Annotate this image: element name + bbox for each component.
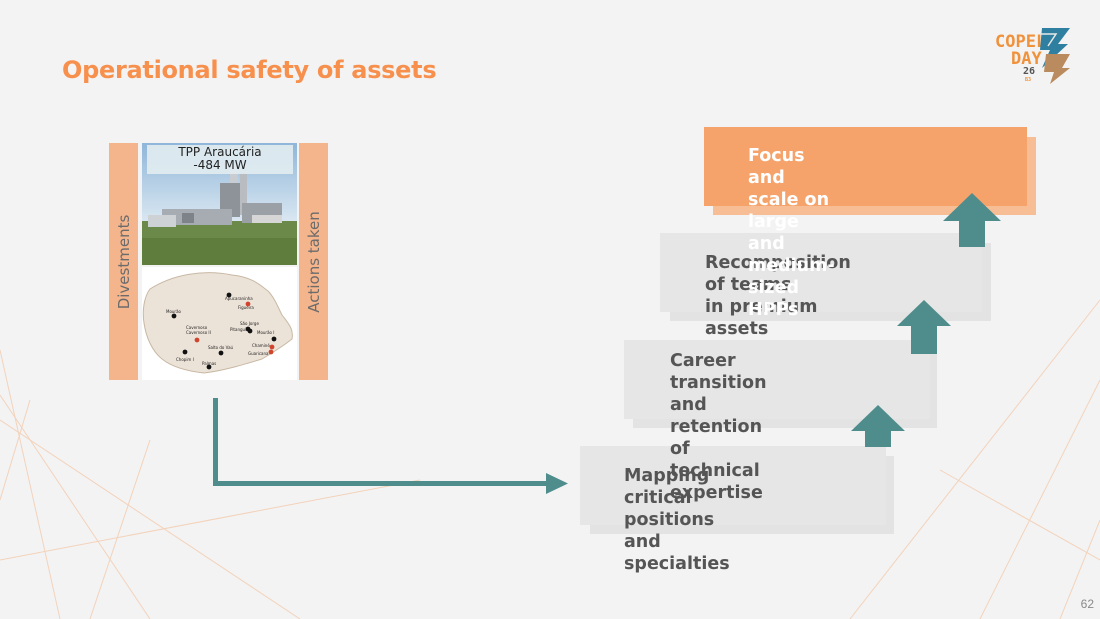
map-label-chopim: Chopim I [176, 357, 194, 362]
connector-horizontal [213, 481, 549, 486]
map-label-chamine: Chaminé [252, 343, 270, 348]
up-arrow-icon [897, 300, 951, 354]
photo-caption: TPP Araucária -484 MW [147, 145, 293, 174]
up-arrow-icon [851, 405, 905, 447]
logo-bolt-icon [1040, 28, 1070, 84]
map-label-cavernoso: Cavernoso [186, 325, 208, 330]
page-title: Operational safety of assets [62, 56, 437, 84]
step-label: Focus and scale on large and medium-size… [748, 145, 835, 321]
step-label-line: Recomposition of teams [705, 253, 851, 295]
map-label-guaricana: Guaricana [248, 351, 269, 356]
step-card [624, 340, 930, 419]
connector-vertical [213, 398, 218, 486]
step-label-line: and medium-sized HPPs [748, 234, 835, 320]
step-label-line: Focus and scale on large [748, 146, 830, 232]
step-card [660, 233, 982, 312]
map-label-cavernoso-ii: Cavernoso II [186, 330, 211, 335]
actions-taken-band: Actions taken [299, 143, 328, 380]
step-label-line: Career transition and [670, 351, 767, 415]
step-label-line: and specialties [624, 532, 730, 574]
step-label-line: Mapping critical positions [624, 466, 715, 530]
step-label: Career transition and retention of techn… [670, 350, 767, 504]
step-card [580, 446, 886, 525]
map-label-pitangui: Pitangui [230, 327, 246, 332]
map-label-mourao: Mourão [166, 309, 182, 314]
logo-text-copel: COPEL [995, 32, 1047, 52]
step-label: Mapping critical positions and specialti… [624, 465, 730, 575]
logo-text-day: DAY [1011, 49, 1042, 69]
map-label-figueira: Figueira [238, 305, 254, 310]
photo-caption-title: TPP Araucária [178, 145, 262, 159]
copel-day-logo: COPEL DAY 26 B3 [990, 22, 1074, 86]
parana-map: Apucaraninha Figueira Mourão Cavernoso C… [142, 267, 297, 380]
connector-arrowhead-icon [546, 473, 568, 494]
step-label-line: retention of technical [670, 417, 763, 481]
photo-caption-capacity: -484 MW [193, 158, 247, 172]
logo-small: B3 [1025, 77, 1032, 83]
actions-taken-label: Actions taken [304, 210, 323, 313]
map-pins [171, 292, 277, 370]
page-number: 62 [1080, 597, 1094, 611]
up-arrow-icon [943, 193, 1001, 247]
map-label-apucaraninha: Apucaraninha [225, 296, 253, 301]
map-label-palmas: Palmas [202, 361, 216, 366]
step-card [704, 127, 1027, 206]
logo-number: 26 [1023, 66, 1036, 77]
map-label-mourao-i: Mourão I [257, 330, 274, 335]
step-label-line: expertise [670, 483, 763, 503]
divestments-band: Divestments [109, 143, 138, 380]
step-label: Recomposition of teams in premium assets [705, 252, 851, 340]
divestments-label: Divestments [114, 214, 133, 309]
step-label-line: in premium assets [705, 297, 818, 339]
map-label-salto-do-vau: Salto do Vaú [208, 345, 234, 350]
map-label-sao-jorge: São Jorge [240, 321, 259, 326]
